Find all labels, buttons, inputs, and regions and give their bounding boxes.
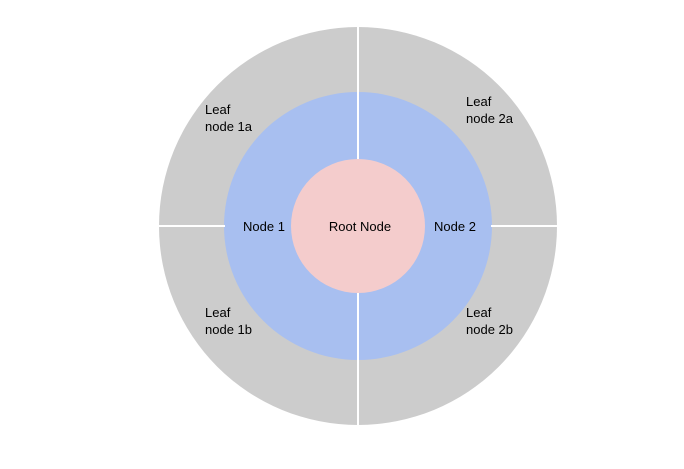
root-node-label: Root Node: [329, 219, 391, 234]
node-2-label: Node 2: [434, 219, 476, 234]
leaf-1a-label-line1: Leaf: [205, 102, 231, 117]
leaf-1b-label-line2: node 1b: [205, 322, 252, 337]
node-1-label: Node 1: [243, 219, 285, 234]
root-circle: [291, 159, 425, 293]
leaf-2a-label-line2: node 2a: [466, 111, 514, 126]
leaf-2a-label-line1: Leaf: [466, 94, 492, 109]
leaf-1a-label-line2: node 1a: [205, 119, 253, 134]
leaf-2b-label-line1: Leaf: [466, 305, 492, 320]
leaf-2b-label-line2: node 2b: [466, 322, 513, 337]
leaf-1b-label-line1: Leaf: [205, 305, 231, 320]
